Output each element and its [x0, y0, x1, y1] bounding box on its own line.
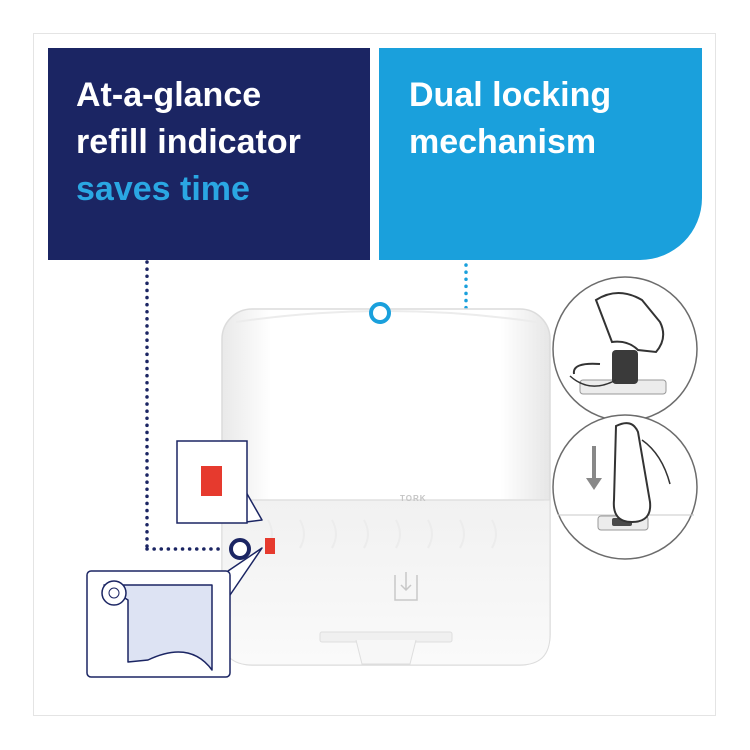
- lock-ring-icon: [369, 302, 391, 324]
- feature-title-line-3: saves time: [76, 170, 250, 208]
- lock-step-1: [552, 276, 698, 422]
- feature-panel-refill-indicator: At-a-glance refill indicator saves time: [48, 48, 370, 260]
- dispenser-brand-logo: TORK: [400, 494, 427, 503]
- lock-step-2: [552, 414, 698, 560]
- refill-indicator-callout: [176, 440, 263, 524]
- paper-roll-callout: [86, 547, 263, 678]
- feature-title-line-1: Dual locking: [409, 76, 612, 114]
- feature-title-line-2: mechanism: [409, 123, 597, 161]
- feature-title-line-2: refill indicator: [76, 123, 301, 161]
- feature-title-line-1: At-a-glance: [76, 76, 262, 114]
- refill-ring-icon: [229, 538, 251, 560]
- feature-panel-dual-locking: Dual locking mechanism: [379, 48, 702, 260]
- towel-dispenser: [221, 308, 551, 666]
- refill-indicator-icon: [265, 538, 275, 554]
